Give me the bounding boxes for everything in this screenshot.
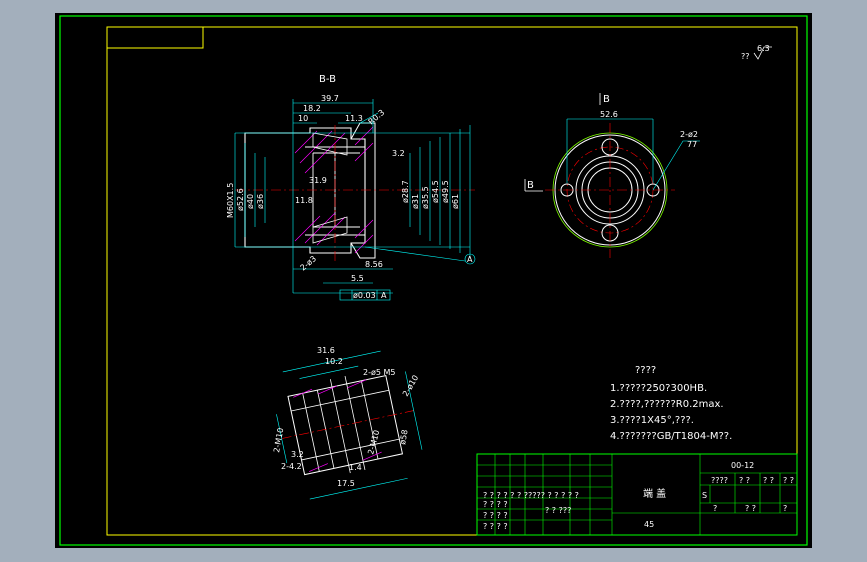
svg-text:18.2: 18.2 <box>303 104 321 113</box>
svg-text:ø31: ø31 <box>411 194 420 209</box>
svg-text:? ? ? ? ? ? ????? ? ? ? ? ?: ? ? ? ? ? ? ????? ? ? ? ? ? <box>483 491 579 500</box>
detail-view: 31.6 10.2 2-ø5 M5 2-ø10 2-M10 3.2 2-4.2 … <box>272 346 423 500</box>
svg-text:????: ???? <box>711 476 728 485</box>
svg-text:10: 10 <box>298 114 308 123</box>
svg-text:? ?: ? ? <box>763 476 774 485</box>
svg-text:?: ? <box>783 504 787 513</box>
svg-text:11.8: 11.8 <box>295 196 313 205</box>
svg-text:11.3: 11.3 <box>345 114 363 123</box>
note-line-3: 3.????1X45°,???. <box>610 415 694 426</box>
note-line-4: 4.???????GB/T1804-M??. <box>610 431 732 442</box>
svg-text:ø36: ø36 <box>256 194 265 209</box>
datum-label: A <box>467 255 473 264</box>
tolerance-datum: A <box>381 291 387 300</box>
svg-text:? ? ? ?: ? ? ? ? <box>483 511 508 520</box>
svg-text:ø54.5: ø54.5 <box>431 180 440 203</box>
svg-text:17.5: 17.5 <box>337 479 355 488</box>
svg-text:5.5: 5.5 <box>351 274 364 283</box>
svg-text:31.6: 31.6 <box>317 346 335 355</box>
notes-title: ???? <box>635 365 656 376</box>
svg-text:M60X1.5: M60X1.5 <box>226 183 235 218</box>
section-view-label: B-B <box>319 74 336 85</box>
cad-drawing-canvas[interactable]: ?? 6.3 B-B <box>55 13 812 548</box>
section-view-bb: B-B <box>226 74 476 301</box>
svg-text:8.56: 8.56 <box>365 260 383 269</box>
svg-text:2-ø2: 2-ø2 <box>680 130 698 139</box>
outer-frame <box>59 15 808 546</box>
svg-text:3.2: 3.2 <box>392 149 405 158</box>
tolerance-value: ø0.03 <box>353 291 376 300</box>
svg-text:31.9: 31.9 <box>309 176 327 185</box>
svg-text:2-ø10: 2-ø10 <box>401 374 420 398</box>
roughness-value: 6.3 <box>757 44 770 53</box>
view-label-b: B <box>603 94 610 105</box>
svg-text:2-M10: 2-M10 <box>272 427 285 453</box>
svg-text:?: ? <box>713 504 717 513</box>
svg-text:ø28.7: ø28.7 <box>401 180 410 203</box>
code-box <box>106 26 204 49</box>
svg-text:R0.3: R0.3 <box>367 108 387 127</box>
svg-text:? ?: ? ? <box>745 504 756 513</box>
svg-text:ø58: ø58 <box>398 429 409 445</box>
svg-text:ø35.5: ø35.5 <box>421 186 430 209</box>
material: 45 <box>644 520 654 529</box>
title-block: ? ? ? ? ? ? ????? ? ? ? ? ? ? ? ? ? ? ? … <box>476 453 798 536</box>
technical-notes: ???? 1.?????250?300HB. 2.????,??????R0.2… <box>610 365 732 442</box>
svg-text:? ?: ? ? <box>783 476 794 485</box>
svg-text:77: 77 <box>687 140 697 149</box>
inner-border <box>106 26 798 536</box>
svg-text:2-4.2: 2-4.2 <box>281 462 302 471</box>
note-line-1: 1.?????250?300HB. <box>610 383 707 394</box>
svg-text:ø40: ø40 <box>246 194 255 209</box>
svg-text:3.2: 3.2 <box>291 450 304 459</box>
svg-text:2-M10: 2-M10 <box>366 429 381 456</box>
svg-text:S: S <box>702 491 707 500</box>
svg-text:52.6: 52.6 <box>600 110 618 119</box>
front-view: B B 52.6 2-ø2 77 <box>524 93 700 258</box>
svg-text:? ? ???: ? ? ??? <box>545 506 571 515</box>
svg-text:2-ø3: 2-ø3 <box>299 254 319 272</box>
section-mark-b: B <box>527 180 534 191</box>
svg-text:? ? ? ?: ? ? ? ? <box>483 500 508 509</box>
svg-text:? ?: ? ? <box>739 476 750 485</box>
drawing-svg: ?? 6.3 B-B <box>59 15 808 546</box>
note-line-2: 2.????,??????R0.2max. <box>610 399 724 410</box>
svg-text:2-ø5 M5: 2-ø5 M5 <box>363 368 396 377</box>
svg-text:39.7: 39.7 <box>321 94 339 103</box>
part-name: 端 盖 <box>643 487 666 500</box>
svg-text:ø52.6: ø52.6 <box>236 188 245 211</box>
svg-text:1.4: 1.4 <box>349 463 362 472</box>
drawing-number: 00-12 <box>731 461 754 470</box>
svg-text:ø61: ø61 <box>451 194 460 209</box>
svg-text:? ? ? ?: ? ? ? ? <box>483 522 508 531</box>
roughness-symbol: ?? <box>741 52 750 61</box>
svg-text:ø49.5: ø49.5 <box>441 180 450 203</box>
svg-text:10.2: 10.2 <box>325 357 343 366</box>
roughness-mark <box>753 46 772 60</box>
